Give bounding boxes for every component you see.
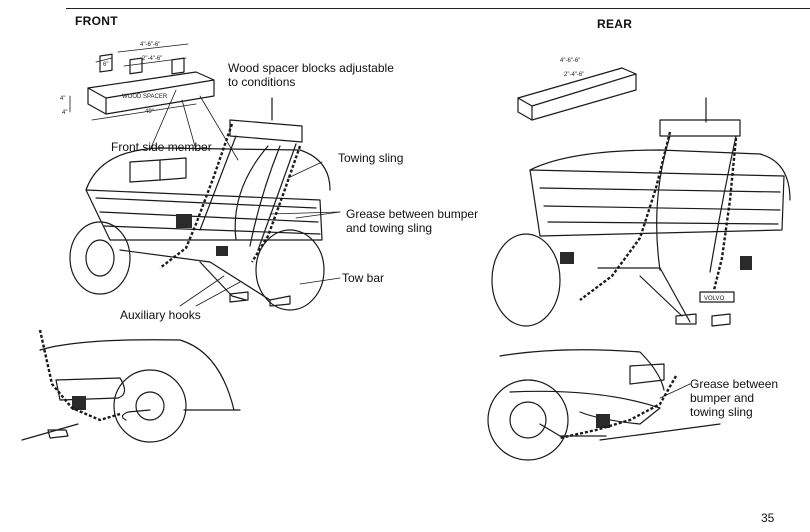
rear-heading: REAR [597, 17, 633, 31]
front-chain-right [250, 145, 302, 263]
rear-car-drawing: VOLVO [491, 97, 791, 327]
wood-spacer-line-2: to conditions [228, 75, 296, 89]
front-spacer-text: WOOD SPACER [122, 94, 168, 100]
grease-rear-line-1: Grease between [690, 377, 779, 391]
grease-front-line-1: Grease between bumper [346, 207, 479, 221]
page-number: 35 [761, 511, 775, 525]
front-dim-left: 6" [103, 62, 108, 68]
grease-rear-line-2: bumper and [690, 391, 755, 405]
front-dim-mid: 2"-4"-6" [142, 56, 162, 62]
rear-dim-top: 4"-6"-6" [560, 58, 580, 64]
grease-rear-line-3: towing sling [690, 405, 753, 419]
front-side-chain [38, 329, 121, 422]
rear-dim-mid: 2"-4"-6" [564, 72, 584, 78]
front-side-member-label: Front side member [111, 140, 212, 154]
front-dim-side-b: 4" [62, 110, 67, 116]
wood-spacer-line-1: Wood spacer blocks adjustable [228, 61, 394, 75]
rear-wood-spacer-diagram: 4"-6"-6" 2"-4"-6" [517, 58, 637, 121]
front-chain-left [159, 123, 234, 269]
grease-front-line-2: and towing sling [346, 221, 433, 235]
rear-side-view [487, 349, 721, 461]
auxiliary-hooks-label: Auxiliary hooks [120, 308, 201, 322]
front-dim-side-a: 4" [60, 96, 65, 102]
volvo-badge: VOLVO [704, 296, 725, 302]
grease-front-label: Grease between bumper and towing sling [346, 207, 478, 235]
tow-bar-label: Tow bar [342, 271, 385, 285]
front-dim-length: 49" [145, 109, 154, 115]
grease-rear-label: Grease between bumper and towing sling [690, 377, 778, 419]
front-wood-spacer-diagram: 4"-6"-6" 2"-4"-6" 6" WOOD SPACER 49" 4" … [60, 42, 215, 121]
wood-spacer-label: Wood spacer blocks adjustable to conditi… [228, 61, 394, 89]
rear-chain-right [712, 137, 738, 291]
front-heading: FRONT [75, 14, 118, 28]
front-side-view [21, 339, 241, 443]
front-car-drawing [69, 97, 331, 311]
rear-chain-left [579, 131, 672, 301]
rear-side-chain [559, 375, 678, 440]
front-dim-top: 4"-6"-6" [140, 42, 160, 48]
towing-sling-label: Towing sling [338, 151, 404, 165]
top-rule [66, 8, 810, 9]
